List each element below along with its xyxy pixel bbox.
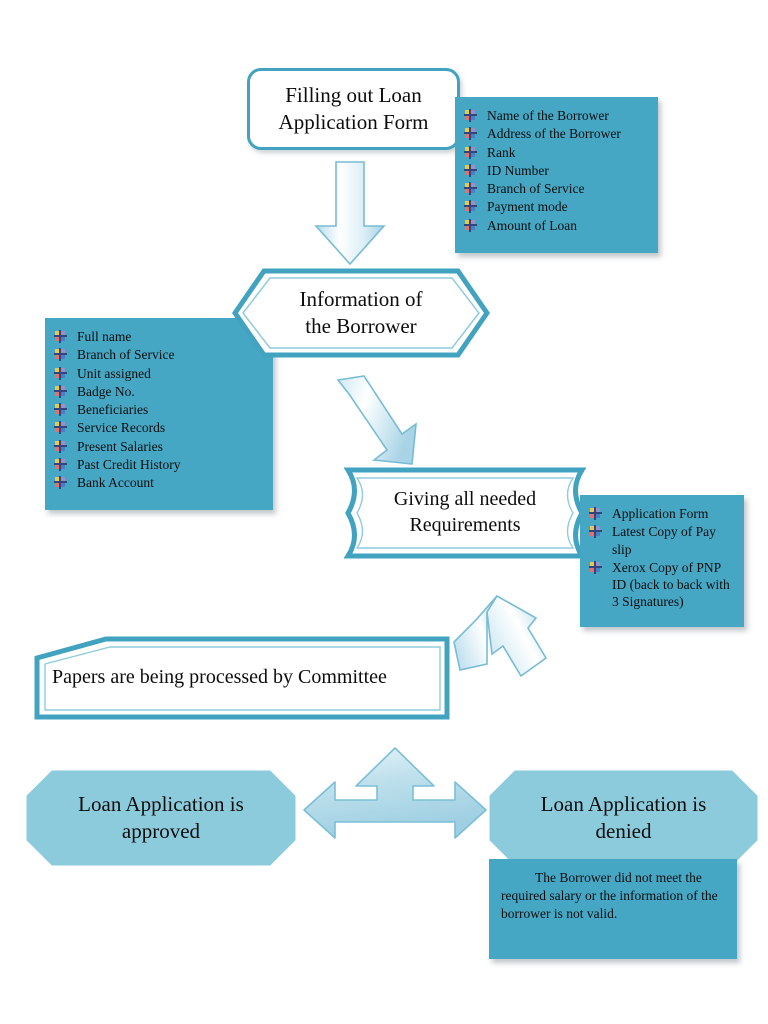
list-item: ID Number [463, 162, 648, 179]
four-color-quadrant-bullet-icon [589, 560, 602, 574]
four-color-quadrant-bullet-icon [54, 476, 67, 490]
denial-note-text: The Borrower did not meet the required s… [501, 870, 718, 921]
four-color-quadrant-bullet-icon [464, 109, 477, 122]
list-item: Bank Account [53, 474, 263, 491]
node-loan-application-denied-label-wrap: Loan Application is denied [489, 770, 758, 866]
node-loan-application-denied[interactable]: Loan Application is denied [489, 770, 758, 866]
node-filling-out-loan-application-form-label: Filling out Loan Application Form [278, 83, 429, 134]
four-color-quadrant-bullet-icon [54, 439, 67, 453]
list-item: Branch of Service [53, 346, 263, 363]
list-item-label: Rank [487, 144, 516, 160]
four-color-quadrant-bullet-icon [464, 163, 477, 177]
four-color-quadrant-bullet-icon [464, 127, 477, 141]
list-item: Present Salaries [53, 438, 263, 455]
list-item: Xerox Copy of PNP ID (back to back with … [588, 559, 734, 611]
node-giving-all-needed-requirements[interactable]: Giving all needed Requirements [343, 466, 587, 560]
list-item-label: Name of the Borrower [487, 108, 609, 123]
list-item-label: Address of the Borrower [487, 126, 621, 142]
list-item: Full name [53, 328, 263, 345]
list-item-label: Full name [77, 329, 132, 344]
requirements-list: Application Form Latest Copy of Pay slip… [588, 505, 734, 611]
node-information-of-the-borrower-label-wrap: Information of the Borrower [232, 268, 490, 358]
four-color-quadrant-bullet-icon [464, 182, 477, 196]
form-fields-list: Name of the Borrower Address of the Borr… [463, 107, 648, 234]
arrow-papers-to-decisions [300, 742, 490, 862]
list-item: Service Records [53, 419, 263, 436]
four-color-quadrant-bullet-icon [54, 330, 67, 343]
four-color-quadrant-bullet-icon [54, 384, 67, 398]
node-loan-application-approved-label-wrap: Loan Application is approved [26, 770, 296, 866]
node-information-of-the-borrower[interactable]: Information of the Borrower [232, 268, 490, 358]
node-loan-application-approved-label: Loan Application is approved [78, 792, 244, 843]
list-item-label: Latest Copy of Pay slip [612, 524, 716, 557]
list-item-label: Unit assigned [77, 365, 151, 381]
list-item: Rank [463, 144, 648, 161]
borrower-info-list: Full name Branch of Service Unit assigne… [53, 328, 263, 491]
list-item-label: Amount of Loan [487, 217, 577, 233]
panel-requirements: Application Form Latest Copy of Pay slip… [580, 495, 744, 627]
list-item-label: Service Records [77, 420, 166, 436]
node-loan-application-denied-label: Loan Application is denied [540, 792, 707, 843]
list-item: Badge No. [53, 383, 263, 400]
four-color-quadrant-bullet-icon [54, 421, 67, 435]
list-item: Application Form [588, 505, 734, 522]
four-color-quadrant-bullet-icon [54, 457, 67, 471]
four-color-quadrant-bullet-icon [464, 145, 477, 159]
panel-form-fields: Name of the Borrower Address of the Borr… [455, 97, 658, 253]
list-item-label: Beneficiaries [77, 402, 149, 418]
four-color-quadrant-bullet-icon [464, 200, 477, 214]
list-item: Name of the Borrower [463, 107, 648, 124]
node-giving-all-needed-requirements-label: Giving all needed Requirements [393, 488, 537, 536]
list-item: Address of the Borrower [463, 125, 648, 142]
node-papers-processed-by-committee[interactable]: Papers are being processed by Committee [34, 636, 450, 720]
list-item: Payment mode [463, 198, 648, 215]
panel-borrower-info: Full name Branch of Service Unit assigne… [45, 318, 273, 510]
panel-denial-note: The Borrower did not meet the required s… [489, 859, 737, 959]
list-item-label: ID Number [487, 162, 549, 178]
list-item-label: Application Form [612, 506, 709, 521]
list-item-label: Bank Account [77, 475, 154, 491]
node-papers-processed-label: Papers are being processed by Committee [52, 666, 387, 689]
four-color-quadrant-bullet-icon [54, 366, 67, 380]
list-item-label: Present Salaries [77, 438, 163, 454]
list-item: Branch of Service [463, 180, 648, 197]
four-color-quadrant-bullet-icon [54, 403, 67, 417]
node-giving-all-needed-requirements-label-wrap: Giving all needed Requirements [344, 466, 586, 560]
list-item: Amount of Loan [463, 217, 648, 234]
arrow-form-to-info [310, 160, 390, 270]
list-item-label: Payment mode [487, 199, 568, 215]
four-color-quadrant-bullet-icon [589, 507, 602, 520]
arrow-requirements-to-papers [442, 592, 572, 692]
list-item-label: Past Credit History [77, 456, 181, 472]
list-item: Latest Copy of Pay slip [588, 523, 734, 558]
four-color-quadrant-bullet-icon [54, 348, 67, 362]
list-item-label: Xerox Copy of PNP ID (back to back with … [612, 559, 730, 610]
node-loan-application-approved[interactable]: Loan Application is approved [26, 770, 296, 866]
list-item-label: Branch of Service [77, 347, 175, 363]
list-item-label: Branch of Service [487, 181, 585, 197]
arrow-info-to-requirements [320, 372, 440, 482]
list-item: Past Credit History [53, 456, 263, 473]
list-item: Beneficiaries [53, 401, 263, 418]
node-information-of-the-borrower-label: Information of the Borrower [299, 287, 423, 338]
node-papers-processed-label-wrap: Papers are being processed by Committee [34, 636, 450, 720]
four-color-quadrant-bullet-icon [589, 525, 602, 539]
node-filling-out-loan-application-form[interactable]: Filling out Loan Application Form [247, 68, 460, 150]
list-item: Unit assigned [53, 365, 263, 382]
list-item-label: Badge No. [77, 383, 135, 399]
four-color-quadrant-bullet-icon [464, 218, 477, 232]
